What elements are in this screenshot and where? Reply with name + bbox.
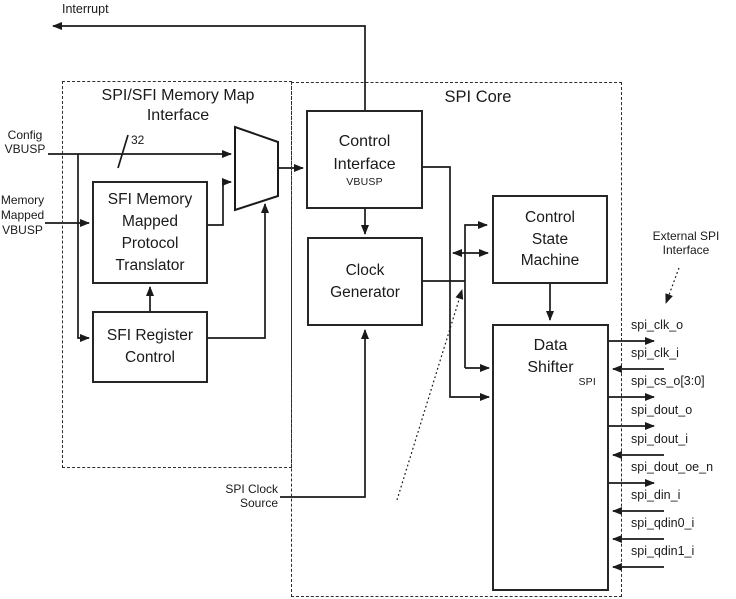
bus-width-label: 32 xyxy=(131,133,145,147)
memory-mapped-vbusp-label: Memory Mapped VBUSP xyxy=(0,193,45,237)
clock-bus-to-statemachine-line xyxy=(464,221,488,368)
regctrl-to-mux-line xyxy=(207,203,269,339)
spi-clock-source-label: SPI Clock Source xyxy=(225,482,278,510)
control-state-machine-block: Control State Machine xyxy=(492,195,608,284)
block-label: Data Shifter xyxy=(527,337,574,376)
config-vbusp-label: Config VBUSP xyxy=(4,128,46,156)
mux-shape xyxy=(234,125,279,212)
signal-label-spi-clk-i: spi_clk_i xyxy=(631,346,679,360)
spi-core-title: SPI Core xyxy=(444,88,512,106)
signal-label-spi-din-i: spi_din_i xyxy=(631,488,681,502)
block-label: Clock Generator xyxy=(330,261,400,301)
control-interface-block: Control Interface VBUSP xyxy=(306,110,423,209)
block-sublabel-spi: SPI xyxy=(578,376,596,388)
clock-generator-block: Clock Generator xyxy=(307,237,423,326)
signal-label-spi-clk-o: spi_clk_o xyxy=(631,318,684,332)
signal-label-spi-qdin1-i: spi_qdin1_i xyxy=(631,544,695,558)
sfi-memory-mapped-protocol-translator-block: SFI Memory Mapped Protocol Translator xyxy=(92,181,208,284)
bus-width-slash xyxy=(117,134,129,169)
block-label: SFI Register Control xyxy=(106,327,194,366)
memory-map-interface-title: SPI/SFI Memory Map Interface xyxy=(101,87,255,124)
translator-to-mux-line xyxy=(207,178,232,226)
sfi-register-control-block: SFI Register Control xyxy=(92,311,208,383)
clock-node-annotation-arrow xyxy=(396,289,464,501)
external-spi-interface-label: External SPI Interface xyxy=(652,229,720,257)
signal-label-spi-dout-i: spi_dout_i xyxy=(631,432,688,446)
control-interface-bus-line xyxy=(422,166,490,401)
signal-label-spi-dout-o: spi_dout_o xyxy=(631,403,693,417)
block-label: SFI Memory Mapped Protocol Translator xyxy=(107,190,193,274)
block-label: Control Interface xyxy=(333,133,396,173)
spi-clock-source-line xyxy=(280,329,369,498)
external-spi-leader-arrow xyxy=(665,267,680,304)
block-label: Control State Machine xyxy=(520,209,580,270)
signal-label-spi-qdin0-i: spi_qdin0_i xyxy=(631,516,695,530)
spi-core-group xyxy=(291,82,622,597)
interrupt-label: Interrupt xyxy=(62,2,109,16)
config-branch-line xyxy=(77,154,90,342)
signal-label-spi-cs-o: spi_cs_o[3:0] xyxy=(631,374,705,388)
signal-label-spi-dout-oe-n: spi_dout_oe_n xyxy=(631,460,714,474)
block-sublabel-vbusp: VBUSP xyxy=(346,176,383,188)
data-shifter-block: Data Shifter SPI xyxy=(492,324,609,591)
